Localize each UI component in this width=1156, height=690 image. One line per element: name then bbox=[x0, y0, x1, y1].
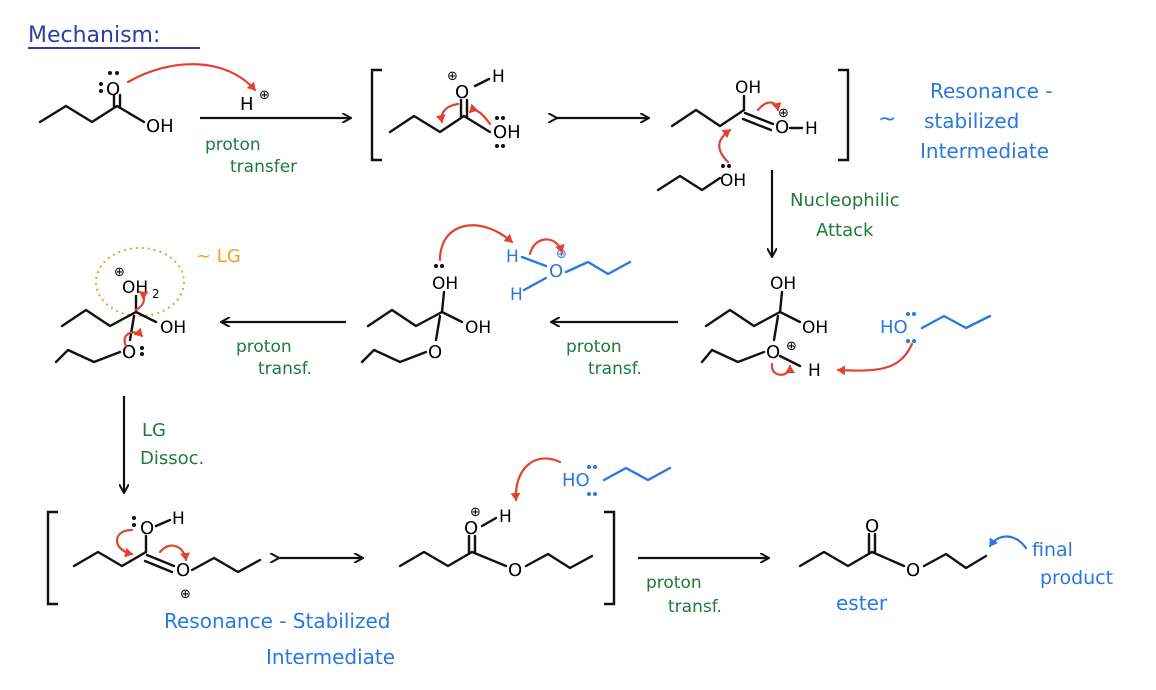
plus-charge: ⊕ bbox=[259, 88, 270, 103]
plus-charge: ⊕ bbox=[447, 69, 458, 84]
atom-o: O bbox=[428, 342, 442, 363]
atom-oh: OH bbox=[735, 78, 761, 98]
curly-arrow bbox=[528, 238, 565, 256]
plus-charge: ⊕ bbox=[114, 265, 125, 280]
atom-h: H bbox=[172, 509, 185, 529]
plus-charge: ⊕ bbox=[786, 339, 797, 354]
curly-arrow bbox=[718, 128, 732, 164]
atom-h: H bbox=[499, 507, 512, 527]
protonated-acid: O ⊕ H OH bbox=[388, 67, 521, 148]
atom-h: H bbox=[506, 247, 519, 267]
curly-arrow bbox=[126, 63, 257, 92]
tetrahedral-intermediate: OH OH O bbox=[360, 264, 491, 364]
leaving-group-tag: ~ LG bbox=[196, 246, 241, 267]
resonance-label: Intermediate bbox=[266, 645, 395, 669]
curly-arrow bbox=[158, 544, 190, 562]
nucleophilic-label: Nucleophilic bbox=[790, 190, 900, 211]
atom-o: O bbox=[775, 117, 789, 138]
atom-oh: OH bbox=[802, 318, 828, 338]
resonance-label: Intermediate bbox=[920, 139, 1049, 163]
proton-transfer-label: transfer bbox=[230, 157, 297, 177]
bracket-open bbox=[370, 68, 382, 162]
protonated-propanol: H O ⊕ H bbox=[506, 247, 632, 305]
atom-oh: OH bbox=[432, 274, 458, 294]
ester-label: ester bbox=[836, 591, 888, 615]
atom-o: O bbox=[176, 560, 190, 581]
protonated-ester: O H O ⊕ bbox=[72, 509, 262, 602]
atom-h: H bbox=[510, 285, 523, 305]
curly-arrow bbox=[134, 290, 149, 312]
proton-transf-label: proton bbox=[236, 337, 292, 357]
bracket-close bbox=[838, 68, 850, 162]
resonance-label: stabilized bbox=[924, 109, 1019, 133]
protonated-acid-resonance: OH O ⊕ H bbox=[670, 78, 818, 139]
curly-arrow bbox=[123, 327, 144, 348]
atom-o: O bbox=[906, 560, 920, 581]
propanol-base: HO bbox=[880, 312, 992, 343]
atom-h: H bbox=[805, 119, 818, 139]
curly-arrow bbox=[756, 101, 782, 112]
curly-arrow bbox=[836, 342, 914, 376]
atom-ho: HO bbox=[562, 470, 590, 491]
atom-oh: OH bbox=[146, 116, 174, 137]
curly-arrow bbox=[988, 535, 1028, 550]
curly-arrow bbox=[510, 457, 562, 502]
protonated-ester-resonance: O ⊕ H O bbox=[398, 505, 594, 581]
proton-transf-label: transf. bbox=[258, 359, 312, 379]
atom-o: O bbox=[464, 518, 478, 539]
plus-charge: ⊕ bbox=[470, 505, 481, 520]
lg-dissoc-label: LG bbox=[142, 420, 166, 441]
proton-transf-label: transf. bbox=[588, 359, 642, 379]
plus-charge: ⊕ bbox=[556, 247, 567, 262]
atom-o: O bbox=[549, 261, 563, 282]
curly-arrow bbox=[435, 102, 460, 124]
atom-oh: OH bbox=[493, 122, 521, 143]
resonance-tilde: ~ bbox=[878, 107, 896, 132]
curly-arrow bbox=[468, 103, 492, 126]
propanol: OH bbox=[656, 164, 746, 192]
atom-h-plus: H bbox=[240, 94, 254, 115]
proton-transf-label: transf. bbox=[668, 597, 722, 617]
tetrahedral-intermediate-protonated: OH OH O ⊕ H bbox=[700, 274, 828, 381]
atom-sub2: 2 bbox=[152, 287, 160, 301]
atom-oh: OH bbox=[160, 318, 186, 338]
curly-arrow bbox=[115, 528, 134, 558]
ester-product: O O bbox=[798, 516, 988, 581]
atom-h: H bbox=[808, 361, 821, 381]
atom-h: H bbox=[492, 67, 505, 87]
final-product-label: final bbox=[1032, 539, 1073, 561]
plus-charge: ⊕ bbox=[778, 106, 789, 121]
atom-o: O bbox=[106, 79, 120, 100]
resonance-label: Resonance - Stabilized bbox=[164, 609, 390, 633]
atom-o: O bbox=[122, 342, 136, 363]
curly-arrow bbox=[770, 362, 795, 376]
atom-oh: OH bbox=[770, 274, 796, 294]
atom-o: O bbox=[865, 516, 879, 537]
proton-transf-label: proton bbox=[646, 573, 702, 593]
proton-transfer-label: proton bbox=[205, 135, 261, 155]
atom-o: O bbox=[508, 560, 522, 581]
bracket-open bbox=[46, 510, 58, 606]
atom-ho: HO bbox=[880, 317, 908, 338]
final-product-label: product bbox=[1040, 567, 1113, 589]
plus-charge: ⊕ bbox=[180, 587, 191, 602]
resonance-label: Resonance - bbox=[930, 79, 1052, 103]
leaving-group-highlight bbox=[95, 247, 185, 317]
lg-dissoc-label: Dissoc. bbox=[140, 448, 204, 469]
propanol-base: HO bbox=[562, 465, 672, 496]
proton-transf-label: proton bbox=[566, 337, 622, 357]
bracket-close bbox=[604, 510, 616, 606]
curly-arrow bbox=[438, 224, 514, 262]
atom-o: O bbox=[455, 82, 469, 103]
tetrahedral-oxonium: OH 2 ⊕ OH O bbox=[54, 247, 186, 364]
atom-oh: OH bbox=[720, 171, 746, 191]
butanoic-acid: O OH bbox=[38, 71, 174, 137]
page-title: Mechanism: bbox=[28, 23, 160, 48]
nucleophilic-label: Attack bbox=[816, 220, 874, 241]
atom-o: O bbox=[140, 518, 154, 539]
atom-oh: OH bbox=[465, 318, 491, 338]
atom-o: O bbox=[766, 342, 780, 363]
